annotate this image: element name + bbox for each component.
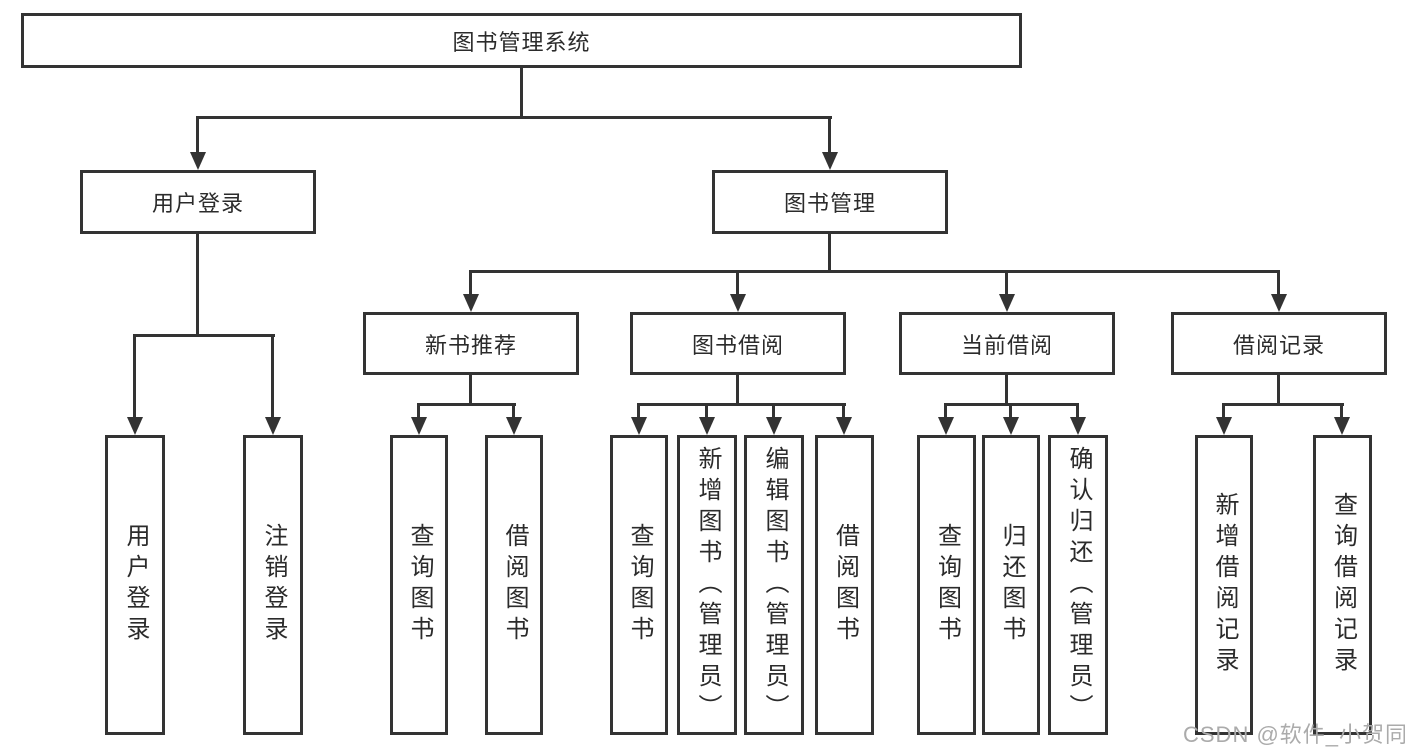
connector-drop	[828, 116, 831, 154]
leaf-label: 归还图书	[998, 523, 1025, 647]
connector-drop	[944, 403, 947, 419]
node-user-login: 用户登录	[80, 170, 316, 234]
connector-drop	[772, 403, 775, 419]
connector-book-mgmt-stem	[828, 234, 831, 273]
leaf-query-books: 查询图书	[917, 435, 976, 735]
node-book-management: 图书管理	[712, 170, 948, 234]
connector-user-login-rail	[134, 334, 275, 337]
connector-drop	[1005, 270, 1008, 296]
connector-user-login-stem	[196, 234, 199, 336]
leaf-label: 查询图书	[626, 523, 653, 647]
connector-drop	[469, 270, 472, 296]
connector-drop	[705, 403, 708, 419]
connector-group-stem	[469, 375, 472, 405]
leaf-label: 借阅图书	[831, 523, 859, 647]
leaf-add-borrow-record: 新增借阅记录	[1195, 435, 1253, 735]
connector-group-rail	[418, 403, 516, 406]
connector-group-rail	[945, 403, 1079, 406]
connector-drop	[196, 116, 199, 154]
leaf-add-book-admin: 新增图书（管理员）	[677, 435, 737, 735]
leaf-label: 查询图书	[406, 523, 433, 647]
arrowhead	[631, 417, 647, 435]
arrowhead	[1070, 417, 1086, 435]
arrowhead	[1003, 417, 1019, 435]
connector-level2-rail	[197, 116, 832, 119]
connector-drop	[512, 403, 515, 419]
connector-group-rail	[638, 403, 846, 406]
leaf-label: 确认归还（管理员）	[1065, 445, 1092, 725]
arrowhead	[938, 417, 954, 435]
leaf-label: 新增图书（管理员）	[694, 445, 721, 725]
connector-drop	[1076, 403, 1079, 419]
connector-root-stem	[520, 68, 523, 118]
connector-level3-rail	[470, 270, 1280, 273]
node-label: 借阅记录	[1232, 332, 1325, 358]
arrowhead	[265, 417, 281, 435]
connector-drop	[271, 334, 274, 419]
node-label: 图书管理	[783, 191, 876, 216]
leaf-label: 用户登录	[122, 523, 149, 647]
leaf-borrow-books: 借阅图书	[815, 435, 874, 735]
arrowhead	[822, 152, 838, 170]
connector-drop	[1340, 403, 1343, 419]
arrowhead	[506, 417, 522, 435]
connector-drop	[1222, 403, 1225, 419]
connector-drop	[417, 403, 420, 419]
connector-group-stem	[1277, 375, 1280, 405]
leaf-query-books: 查询图书	[610, 435, 668, 735]
arrowhead	[190, 152, 206, 170]
arrowhead	[127, 417, 143, 435]
node-label: 图书借阅	[691, 332, 784, 358]
leaf-label: 新增借阅记录	[1211, 492, 1238, 678]
node-borrowing-records: 借阅记录	[1171, 312, 1387, 375]
leaf-query-borrow-record: 查询借阅记录	[1313, 435, 1372, 735]
connector-drop	[133, 334, 136, 419]
leaf-edit-book-admin: 编辑图书（管理员）	[744, 435, 804, 735]
node-new-book-recommend: 新书推荐	[363, 312, 579, 375]
leaf-borrow-books: 借阅图书	[485, 435, 543, 735]
watermark: CSDN @软件_小贺同学	[1183, 722, 1405, 747]
node-root-label: 图书管理系统	[452, 29, 591, 55]
leaf-logout: 注销登录	[243, 435, 303, 735]
connector-group-rail	[1223, 403, 1344, 406]
leaf-user-login: 用户登录	[105, 435, 165, 735]
arrowhead	[1271, 294, 1287, 312]
connector-drop	[842, 403, 845, 419]
node-label: 用户登录	[151, 191, 244, 216]
arrowhead	[766, 417, 782, 435]
node-book-borrowing: 图书借阅	[630, 312, 846, 375]
leaf-return-books: 归还图书	[982, 435, 1040, 735]
connector-drop	[736, 270, 739, 296]
arrowhead	[730, 294, 746, 312]
arrowhead	[463, 294, 479, 312]
arrowhead	[836, 417, 852, 435]
connector-drop	[1009, 403, 1012, 419]
arrowhead	[411, 417, 427, 435]
leaf-label: 编辑图书（管理员）	[761, 445, 788, 725]
leaf-label: 查询借阅记录	[1329, 492, 1357, 678]
node-label: 当前借阅	[960, 332, 1053, 358]
arrowhead	[999, 294, 1015, 312]
node-label: 新书推荐	[424, 332, 517, 358]
leaf-confirm-return-admin: 确认归还（管理员）	[1048, 435, 1108, 735]
leaf-query-books: 查询图书	[390, 435, 448, 735]
connector-drop	[637, 403, 640, 419]
node-current-borrowing: 当前借阅	[899, 312, 1115, 375]
arrowhead	[1334, 417, 1350, 435]
connector-drop	[1277, 270, 1280, 296]
node-root: 图书管理系统	[21, 13, 1022, 68]
arrowhead	[699, 417, 715, 435]
connector-group-stem	[736, 375, 739, 405]
connector-group-stem	[1005, 375, 1008, 405]
arrowhead	[1216, 417, 1232, 435]
leaf-label: 注销登录	[260, 523, 287, 647]
leaf-label: 查询图书	[933, 523, 961, 647]
leaf-label: 借阅图书	[501, 523, 528, 647]
